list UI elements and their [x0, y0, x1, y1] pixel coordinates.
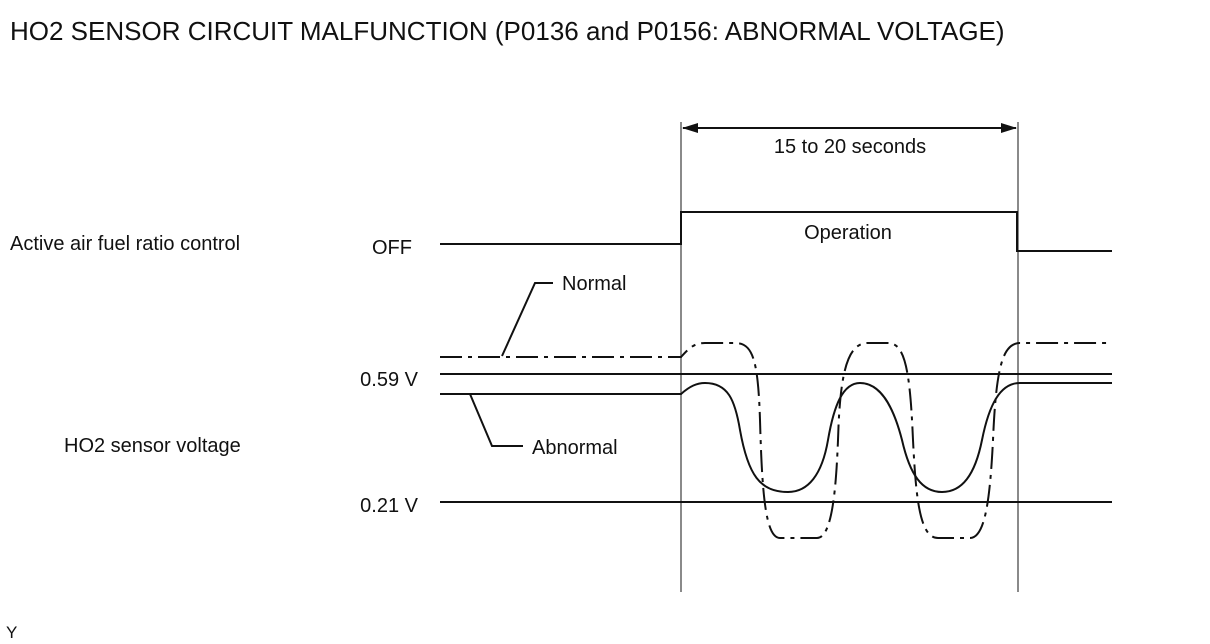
- operation-label: Operation: [804, 222, 892, 244]
- lower-threshold-label: 0.21 V: [360, 495, 418, 517]
- normal-callout-line: [501, 282, 553, 357]
- off-label: OFF: [372, 237, 412, 259]
- abnormal-label: Abnormal: [532, 437, 618, 459]
- duration-label: 15 to 20 seconds: [774, 136, 926, 158]
- abnormal-waveform: [440, 381, 1112, 494]
- normal-label: Normal: [562, 273, 626, 295]
- diagram-title: HO2 SENSOR CIRCUIT MALFUNCTION (P0136 an…: [10, 16, 1005, 46]
- sensor-voltage-label: HO2 sensor voltage: [64, 435, 241, 457]
- active-control-waveform: [440, 211, 1112, 252]
- upper-threshold-label: 0.59 V: [360, 369, 418, 391]
- normal-waveform: [440, 342, 1112, 539]
- active-control-label: Active air fuel ratio control: [10, 233, 240, 255]
- figure-code: Y: [6, 623, 17, 642]
- abnormal-callout-line: [469, 393, 523, 447]
